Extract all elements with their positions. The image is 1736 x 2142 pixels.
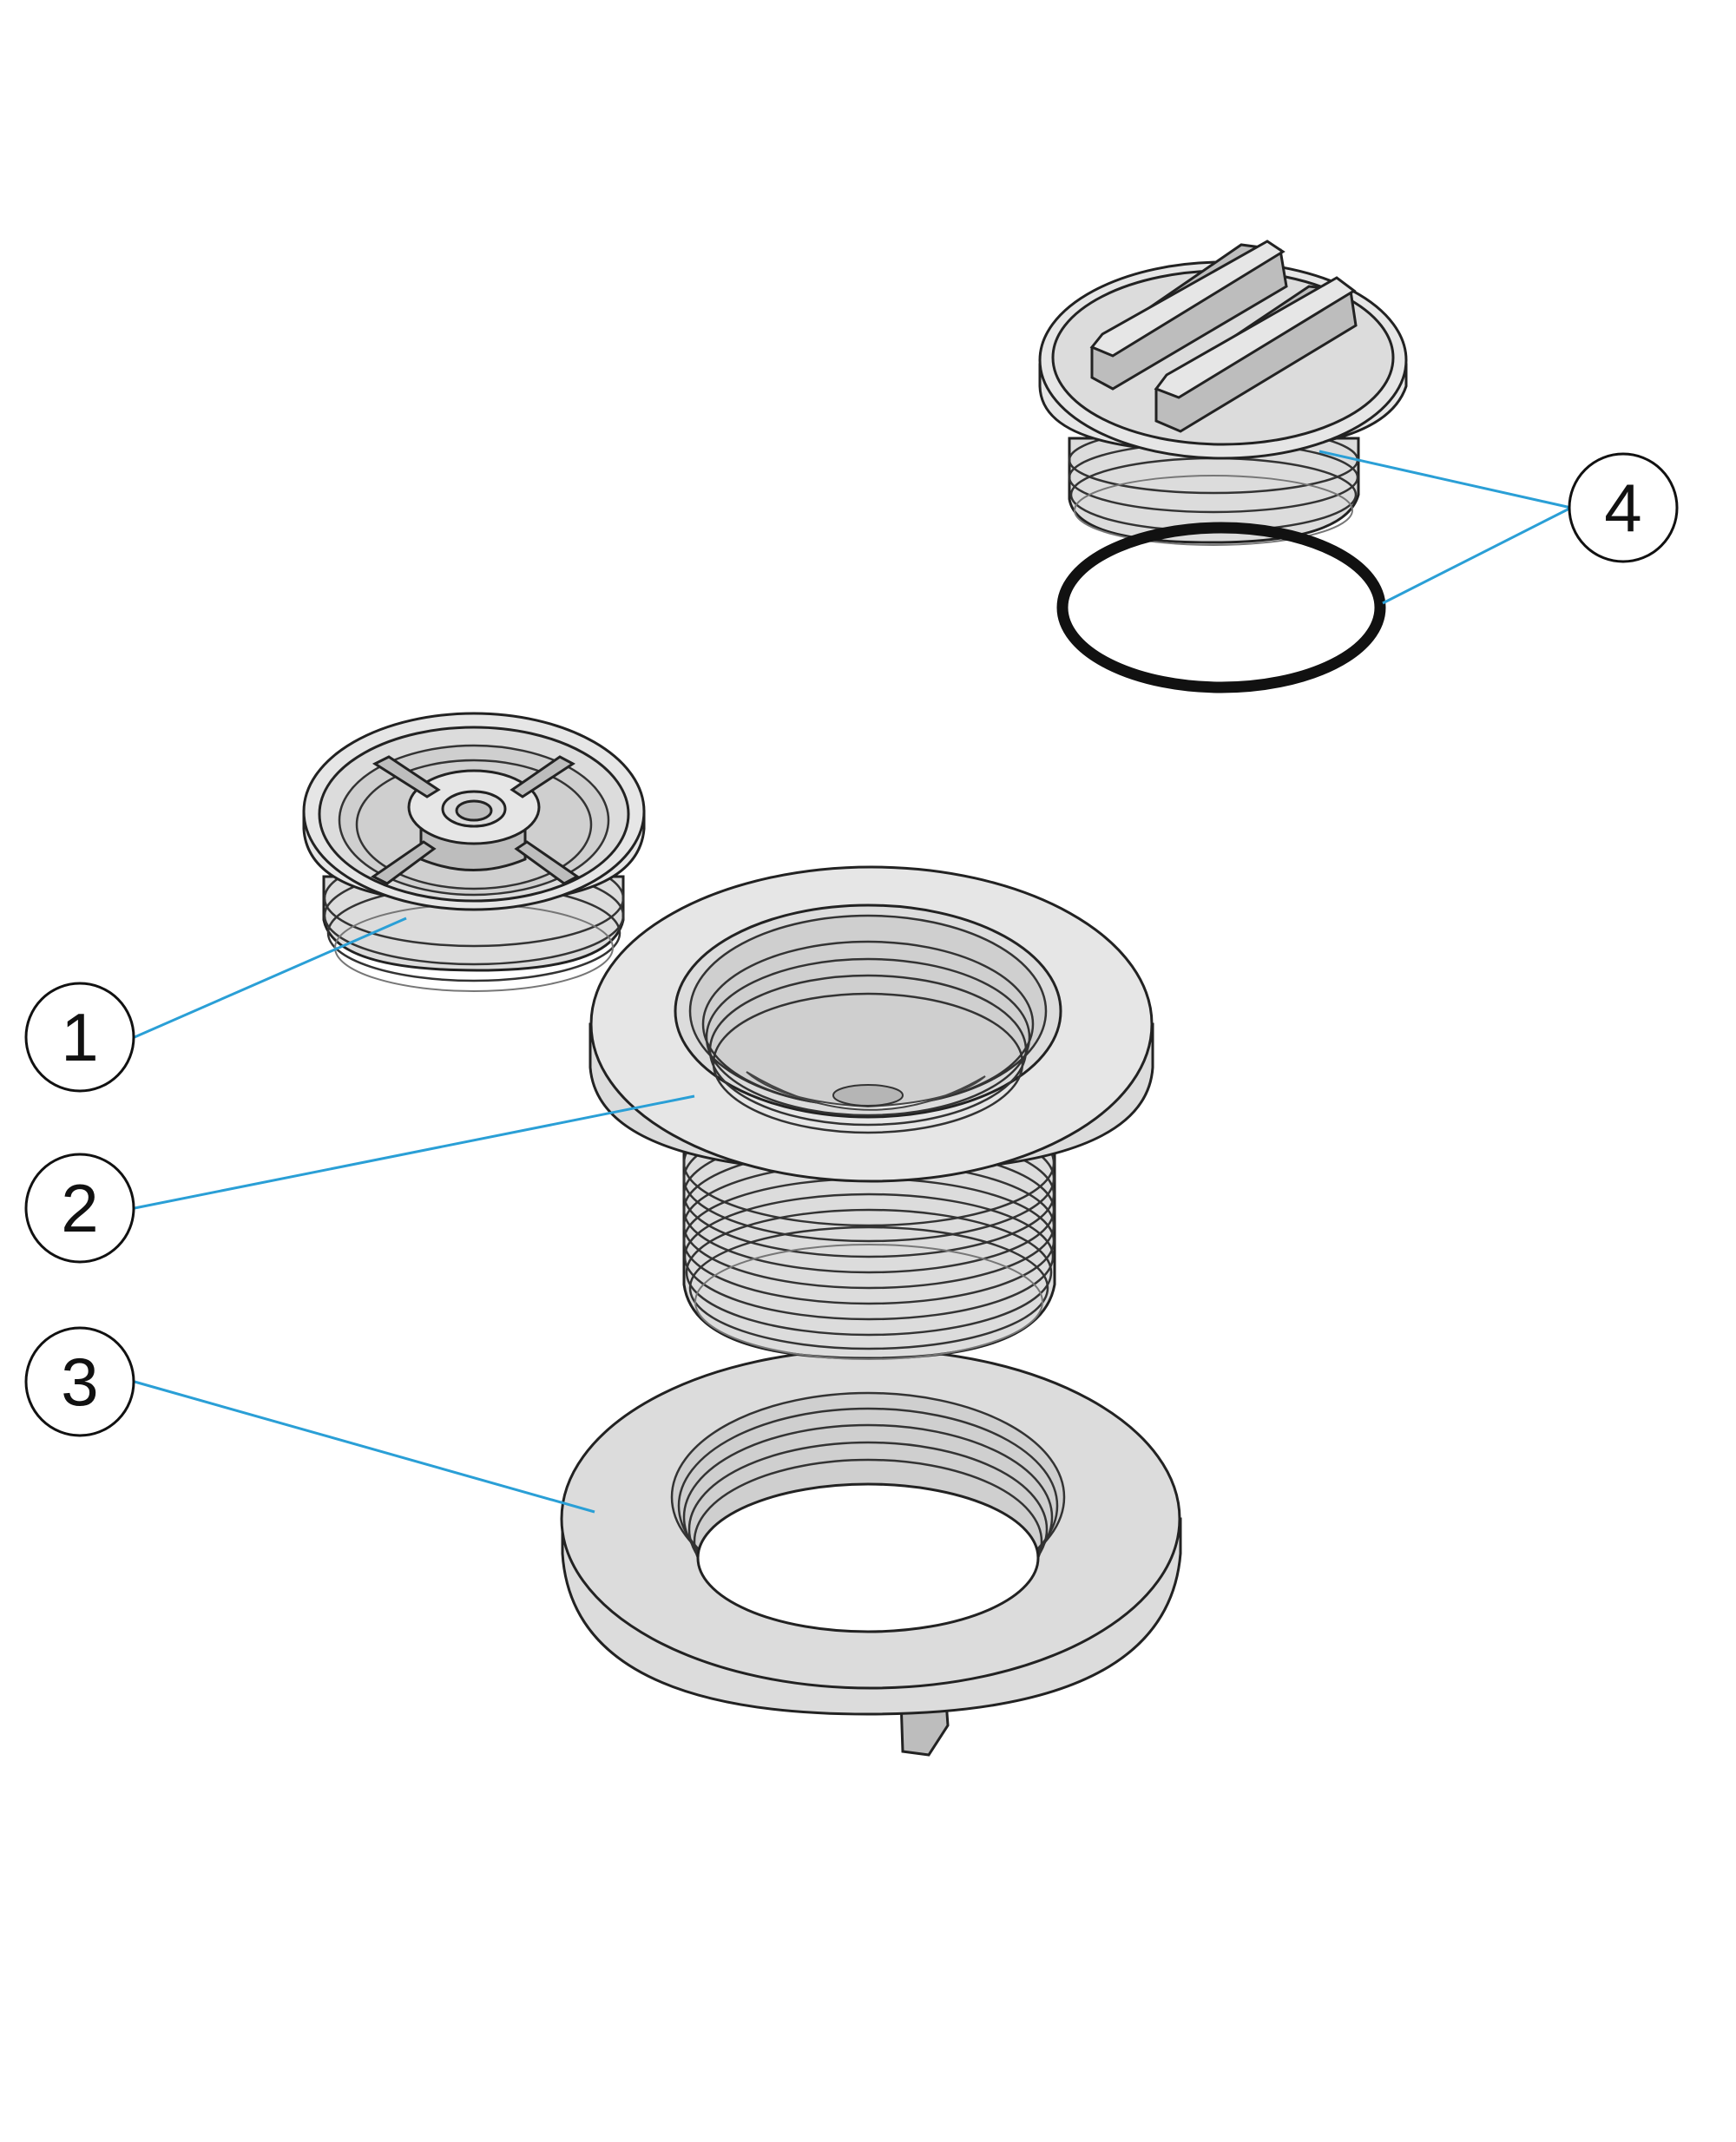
- callout-3: 3: [24, 1326, 135, 1437]
- callout-1-label: 1: [61, 999, 98, 1075]
- part-2-threaded-body: [589, 865, 1154, 1360]
- callout-1: 1: [24, 982, 135, 1093]
- callout-4: 4: [1568, 452, 1679, 563]
- part-3-flange-nut: [560, 1348, 1182, 1757]
- callout-4-label: 4: [1604, 470, 1641, 546]
- leader-line-1: [134, 917, 407, 1039]
- leader-lines: [134, 450, 1572, 1514]
- callout-2: 2: [24, 1153, 135, 1264]
- leader-line-2: [134, 1094, 695, 1210]
- part-1-grate-insert: [302, 712, 646, 992]
- callout-3-label: 3: [61, 1344, 98, 1420]
- leader-line-4b: [1382, 506, 1572, 605]
- leader-line-4a: [1318, 450, 1572, 509]
- part-4-o-ring: [1056, 522, 1386, 693]
- callout-2-label: 2: [61, 1170, 98, 1246]
- leader-line-3: [134, 1380, 595, 1514]
- part-4-threaded-cap: [1038, 240, 1408, 546]
